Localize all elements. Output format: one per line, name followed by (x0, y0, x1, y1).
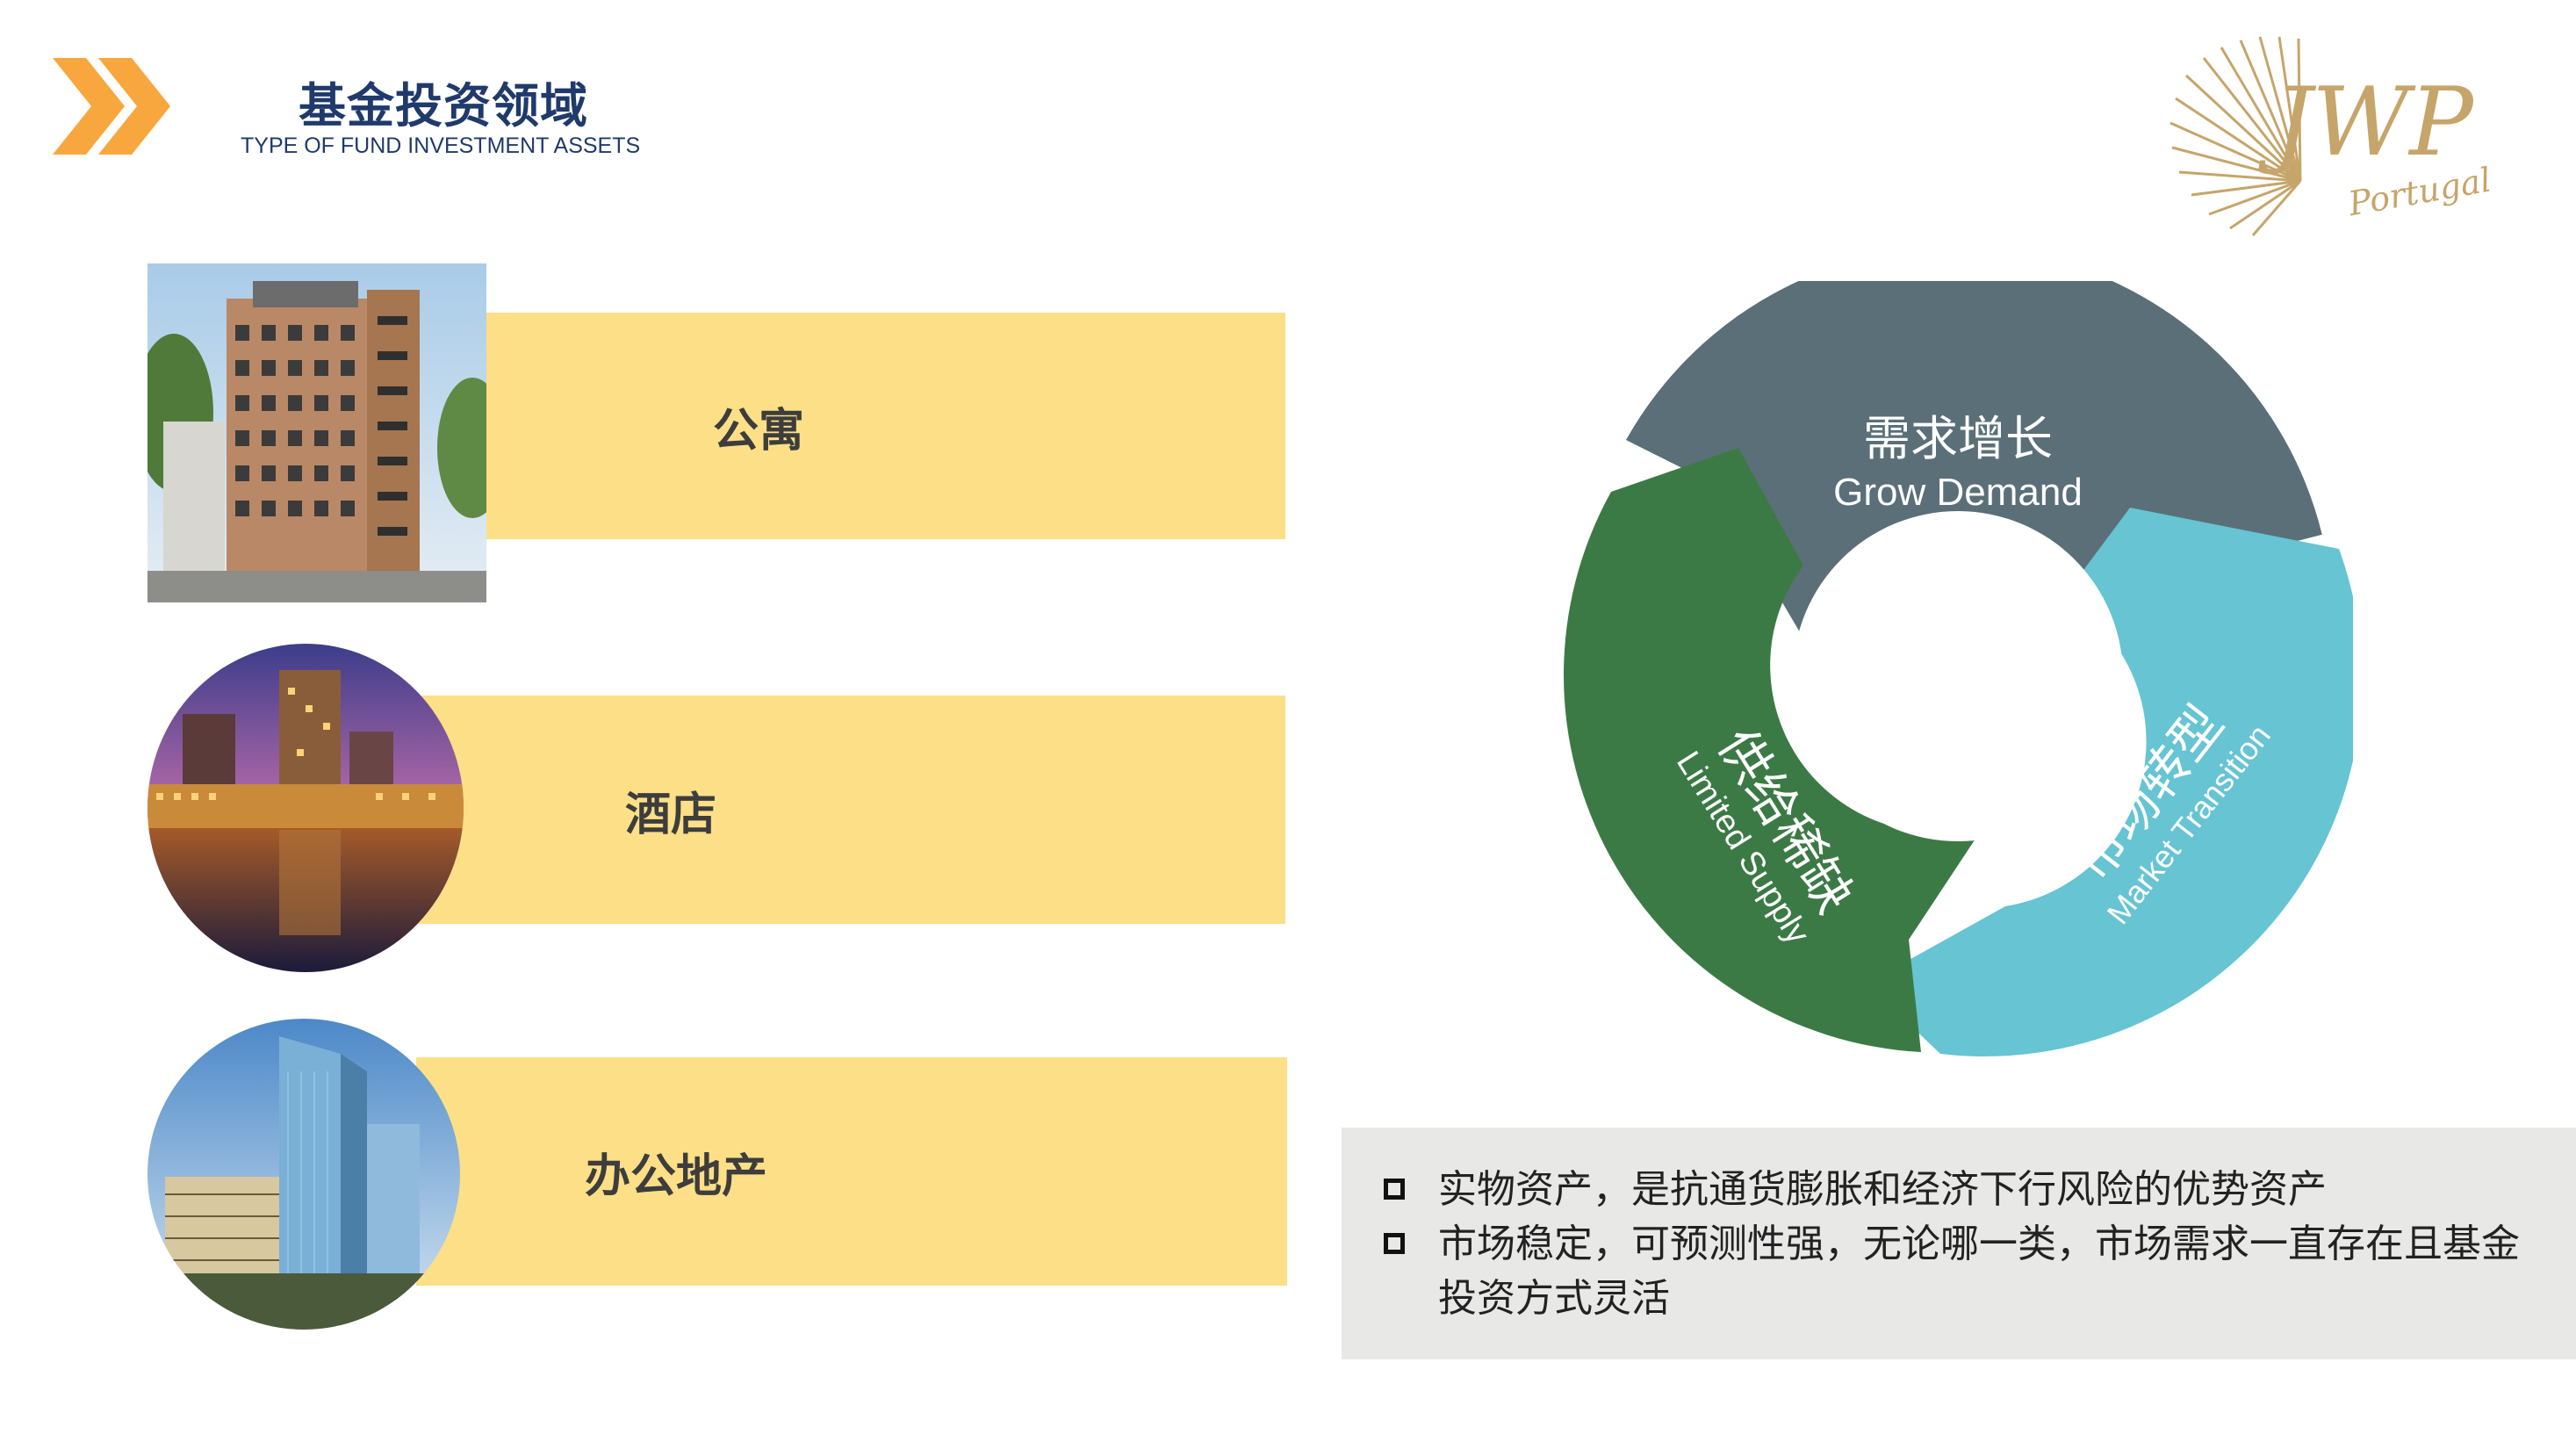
double-chevron-right-icon (53, 58, 170, 155)
market-cycle-diagram (1564, 281, 2353, 1056)
checkbox-square-icon (1384, 1179, 1405, 1200)
note-text: 实物资产，是抗通货膨胀和经济下行风险的优势资产 (1438, 1167, 2327, 1212)
note-text: 市场稳定，可预测性强，无论哪一类，市场需求一直存在且基金投资方式灵活 (1438, 1222, 2520, 1321)
jwp-logo: JWP Portugal (2169, 36, 2494, 236)
asset-band-apartment: 公寓 (486, 313, 1285, 539)
svg-text:JWP: JWP (2257, 68, 2475, 177)
asset-band-office: 办公地产 (416, 1057, 1287, 1286)
apartment-building-photo (148, 263, 486, 602)
notes-panel: 实物资产，是抗通货膨胀和经济下行风险的优势资产 市场稳定，可预测性强，无论哪一类… (1342, 1128, 2576, 1359)
office-tower-photo (148, 1019, 460, 1330)
checkbox-square-icon (1384, 1233, 1405, 1254)
hotel-night-photo (148, 644, 464, 972)
page-subtitle: TYPE OF FUND INVESTMENT ASSETS (241, 133, 641, 158)
asset-band-hotel: 酒店 (416, 696, 1285, 924)
segment-market-transition (1867, 508, 2353, 1056)
segment-label-grow-demand: 需求增长 Grow Demand (1833, 411, 2083, 514)
note-item: 实物资产，是抗通货膨胀和经济下行风险的优势资产 (1384, 1163, 2541, 1217)
note-item: 市场稳定，可预测性强，无论哪一类，市场需求一直存在且基金投资方式灵活 (1384, 1217, 2541, 1326)
segment-limited-supply (1564, 448, 1984, 1052)
page-title: 基金投资领域 (299, 78, 588, 133)
asset-label-apartment: 公寓 (712, 404, 804, 458)
asset-label-hotel: 酒店 (624, 788, 716, 841)
asset-label-office: 办公地产 (584, 1150, 767, 1203)
